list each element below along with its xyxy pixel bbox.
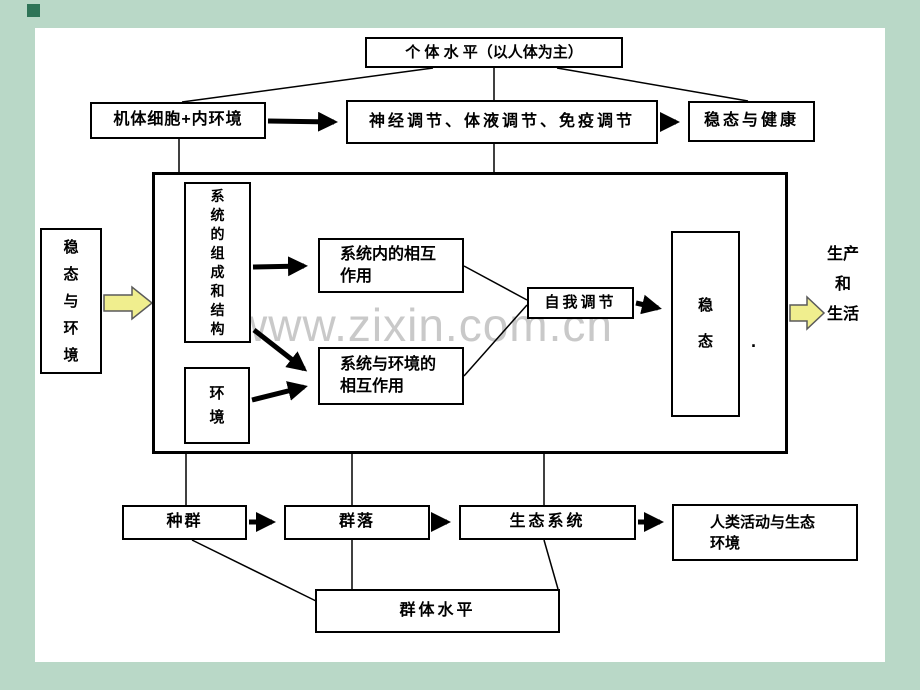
node-homeostasis-health-label: 稳态与健康 bbox=[703, 112, 799, 130]
node-cells-internal-env-label: 机体细胞+内环境 bbox=[113, 111, 243, 129]
node-group-level-label: 群体水平 bbox=[399, 601, 476, 619]
node-regulation-label: 神经调节、体液调节、免疫调节 bbox=[368, 112, 635, 130]
node-self-regulation: 自我调节 bbox=[527, 287, 634, 319]
node-homeostasis: 稳态 bbox=[671, 231, 740, 417]
node-cells-internal-env: 机体细胞+内环境 bbox=[90, 102, 266, 139]
node-system-composition: 系统的组成和结构 bbox=[184, 182, 251, 343]
system-frame bbox=[152, 172, 788, 454]
node-ecosystem-label: 生态系统 bbox=[509, 513, 586, 531]
node-env-interaction-label: 系统与环境的相互作用 bbox=[340, 356, 437, 395]
node-system-composition-label: 系统的组成和结构 bbox=[210, 187, 225, 337]
node-human-activity-env-label: 人类活动与生态环境 bbox=[710, 513, 816, 552]
node-internal-interaction-label: 系统内的相互作用 bbox=[340, 245, 437, 285]
node-homeostasis-environment: 稳态与环境 bbox=[40, 228, 102, 374]
node-env-interaction: 系统与环境的相互作用 bbox=[318, 347, 464, 405]
node-environment-label: 环境 bbox=[209, 384, 225, 426]
node-ecosystem: 生态系统 bbox=[459, 505, 636, 540]
node-individual-level-label: 个 体 水 平（以人体为主） bbox=[405, 43, 583, 61]
node-internal-interaction: 系统内的相互作用 bbox=[318, 238, 464, 293]
node-production-life: 生产 和 生活 bbox=[818, 240, 868, 330]
corner-mark bbox=[27, 4, 40, 17]
node-population: 种群 bbox=[122, 505, 247, 540]
node-group-level: 群体水平 bbox=[315, 589, 560, 633]
node-production-life-label: 生产 和 生活 bbox=[826, 246, 859, 323]
node-homeostasis-environment-label: 稳态与环境 bbox=[63, 238, 79, 364]
node-community: 群落 bbox=[284, 505, 430, 540]
node-human-activity-env: 人类活动与生态环境 bbox=[672, 504, 858, 561]
node-homeostasis-health: 稳态与健康 bbox=[688, 101, 815, 142]
node-population-label: 种群 bbox=[166, 513, 203, 531]
node-community-label: 群落 bbox=[338, 513, 375, 531]
node-regulation: 神经调节、体液调节、免疫调节 bbox=[346, 100, 658, 144]
node-individual-level: 个 体 水 平（以人体为主） bbox=[365, 37, 623, 68]
stray-period-mark: . bbox=[751, 331, 757, 351]
node-self-regulation-label: 自我调节 bbox=[544, 294, 617, 312]
node-homeostasis-label: 稳态 bbox=[697, 297, 713, 350]
node-environment: 环境 bbox=[184, 367, 250, 444]
